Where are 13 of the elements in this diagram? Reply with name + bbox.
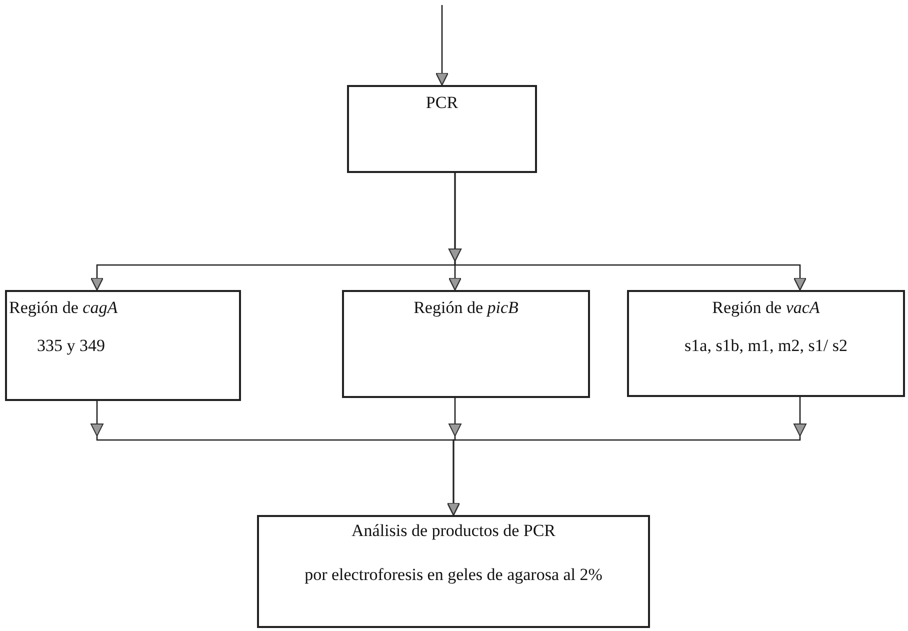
box-text: 335 y 349 — [37, 336, 105, 356]
box-heading: Región de vacA — [711, 298, 821, 318]
box-heading: PCR — [424, 93, 460, 113]
process-box — [5, 290, 241, 401]
process-box — [342, 290, 590, 398]
process-box — [257, 515, 650, 628]
process-box — [627, 290, 905, 397]
box-heading: Región de cagA — [9, 298, 118, 318]
process-box — [347, 85, 537, 173]
box-heading: Análisis de productos de PCR — [350, 521, 556, 541]
box-text: por electroforesis en geles de agarosa al 2% — [304, 565, 604, 585]
box-heading: Región de picB — [412, 298, 520, 318]
box-text: s1a, s1b, m1, m2, s1/ s2 — [684, 336, 848, 356]
